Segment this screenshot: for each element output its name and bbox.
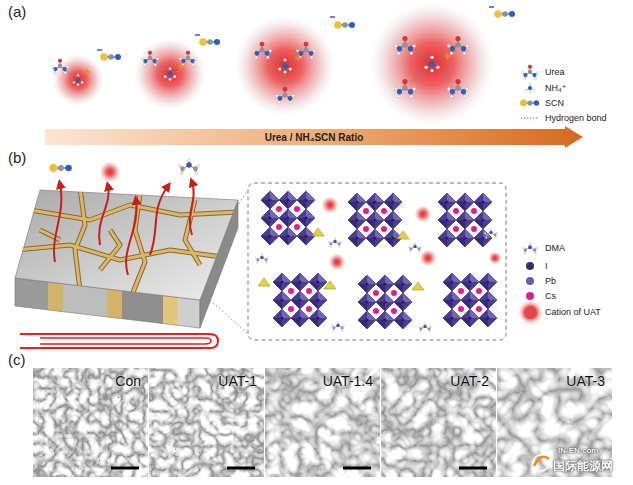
legend-text: SCN — [545, 97, 564, 109]
legend-row: SCN — [519, 97, 564, 109]
panel-letter: (b) — [8, 149, 26, 166]
legend-slot — [519, 306, 541, 318]
legend-text: Pb — [545, 275, 556, 287]
legend-swatch — [524, 306, 537, 319]
legend-text: Cation of UAT — [545, 306, 601, 318]
legend-row: Urea — [519, 66, 565, 78]
legend-slot — [519, 82, 541, 94]
sem-images — [33, 368, 612, 477]
panel-letter: (a) — [8, 3, 26, 20]
legend-slot — [519, 260, 541, 272]
legend-slot — [519, 112, 541, 124]
crystal-zoom — [248, 183, 506, 340]
sem-panel: UAT-2 — [381, 368, 496, 477]
legend-row: I — [519, 260, 548, 272]
node-label: Con — [115, 373, 141, 389]
panel-letter: (c) — [8, 351, 26, 368]
sem-panel: UAT-1.4 — [265, 368, 380, 477]
legend-slot — [519, 66, 541, 78]
watermark: IN-EN.com — [558, 446, 598, 455]
legend-text: Urea — [545, 66, 565, 78]
legend-row: Cs — [519, 290, 556, 302]
legend-text: Hydrogen bond — [545, 112, 607, 124]
legend-slot — [519, 275, 541, 287]
sem-panel: UAT-1 — [149, 368, 264, 477]
legend-text: NH₄⁺ — [545, 82, 566, 94]
node-label: UAT-1.4 — [323, 373, 373, 389]
watermark-logo — [533, 455, 549, 471]
legend-text: I — [545, 260, 548, 272]
node-label: Urea / NH₄SCN Ratio — [265, 132, 364, 143]
legend-swatch — [526, 277, 534, 285]
legend-icons-b — [522, 243, 537, 254]
legend-slot — [519, 97, 541, 109]
ratio-arrow: Urea / NH₄SCN Ratio — [45, 126, 583, 148]
ratio-arrow-fill — [45, 126, 583, 148]
legend-swatch — [526, 262, 534, 270]
sem-panel: Con — [33, 368, 148, 477]
legend-text: DMA — [545, 242, 565, 254]
legend-row: NH₄⁺ — [519, 82, 566, 94]
legend-swatch — [526, 292, 534, 300]
legend-icons-a — [520, 65, 539, 118]
legend-row: Hydrogen bond — [519, 112, 607, 124]
node-label: UAT-3 — [566, 373, 605, 389]
film-slab — [15, 159, 248, 348]
node-label: UAT-1 — [218, 373, 257, 389]
legend-slot — [519, 290, 541, 302]
urea-nh4-clusters — [51, 2, 515, 126]
legend-row: Pb — [519, 275, 556, 287]
watermark: 国际能源网 — [553, 458, 613, 475]
legend-row: Cation of UAT — [519, 306, 601, 318]
legend-slot — [519, 242, 541, 254]
node-label: UAT-2 — [450, 373, 489, 389]
legend-text: Cs — [545, 290, 556, 302]
legend-row: DMA — [519, 242, 565, 254]
